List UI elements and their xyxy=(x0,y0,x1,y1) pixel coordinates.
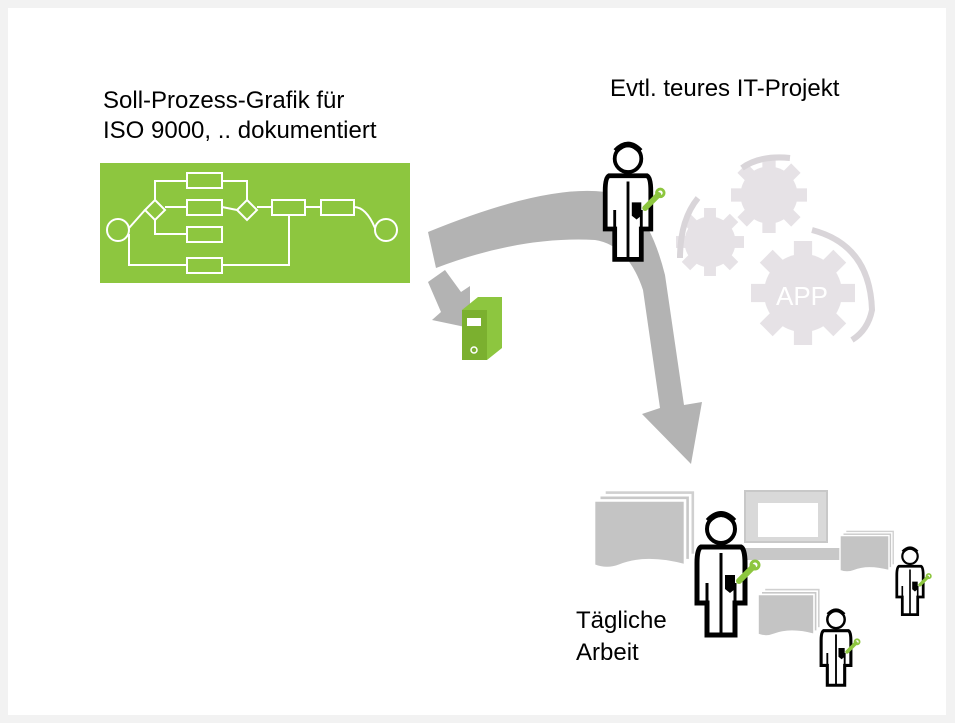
soll-process-label-line1: Soll-Prozess-Grafik für xyxy=(103,87,345,114)
binder-icon xyxy=(462,297,502,360)
worker-icon xyxy=(895,546,933,617)
daily-work-label-line2: Arbeit xyxy=(576,639,639,666)
it-project-label: Evtl. teures IT-Projekt xyxy=(610,75,840,102)
gears-icon xyxy=(676,154,876,345)
monitor-icon xyxy=(727,490,845,560)
daily-work-label-line1: Tägliche xyxy=(576,607,667,634)
process-diagram-icon xyxy=(100,163,410,283)
worker-icon xyxy=(819,608,862,688)
worker-icon xyxy=(605,144,664,259)
arrow-to-binder-icon xyxy=(428,270,470,328)
app-label: APP xyxy=(776,281,828,311)
soll-process-label-line2: ISO 9000, .. dokumentiert xyxy=(103,117,377,144)
documents-icon xyxy=(757,587,822,637)
documents-icon xyxy=(839,529,896,573)
documents-icon xyxy=(592,488,697,570)
